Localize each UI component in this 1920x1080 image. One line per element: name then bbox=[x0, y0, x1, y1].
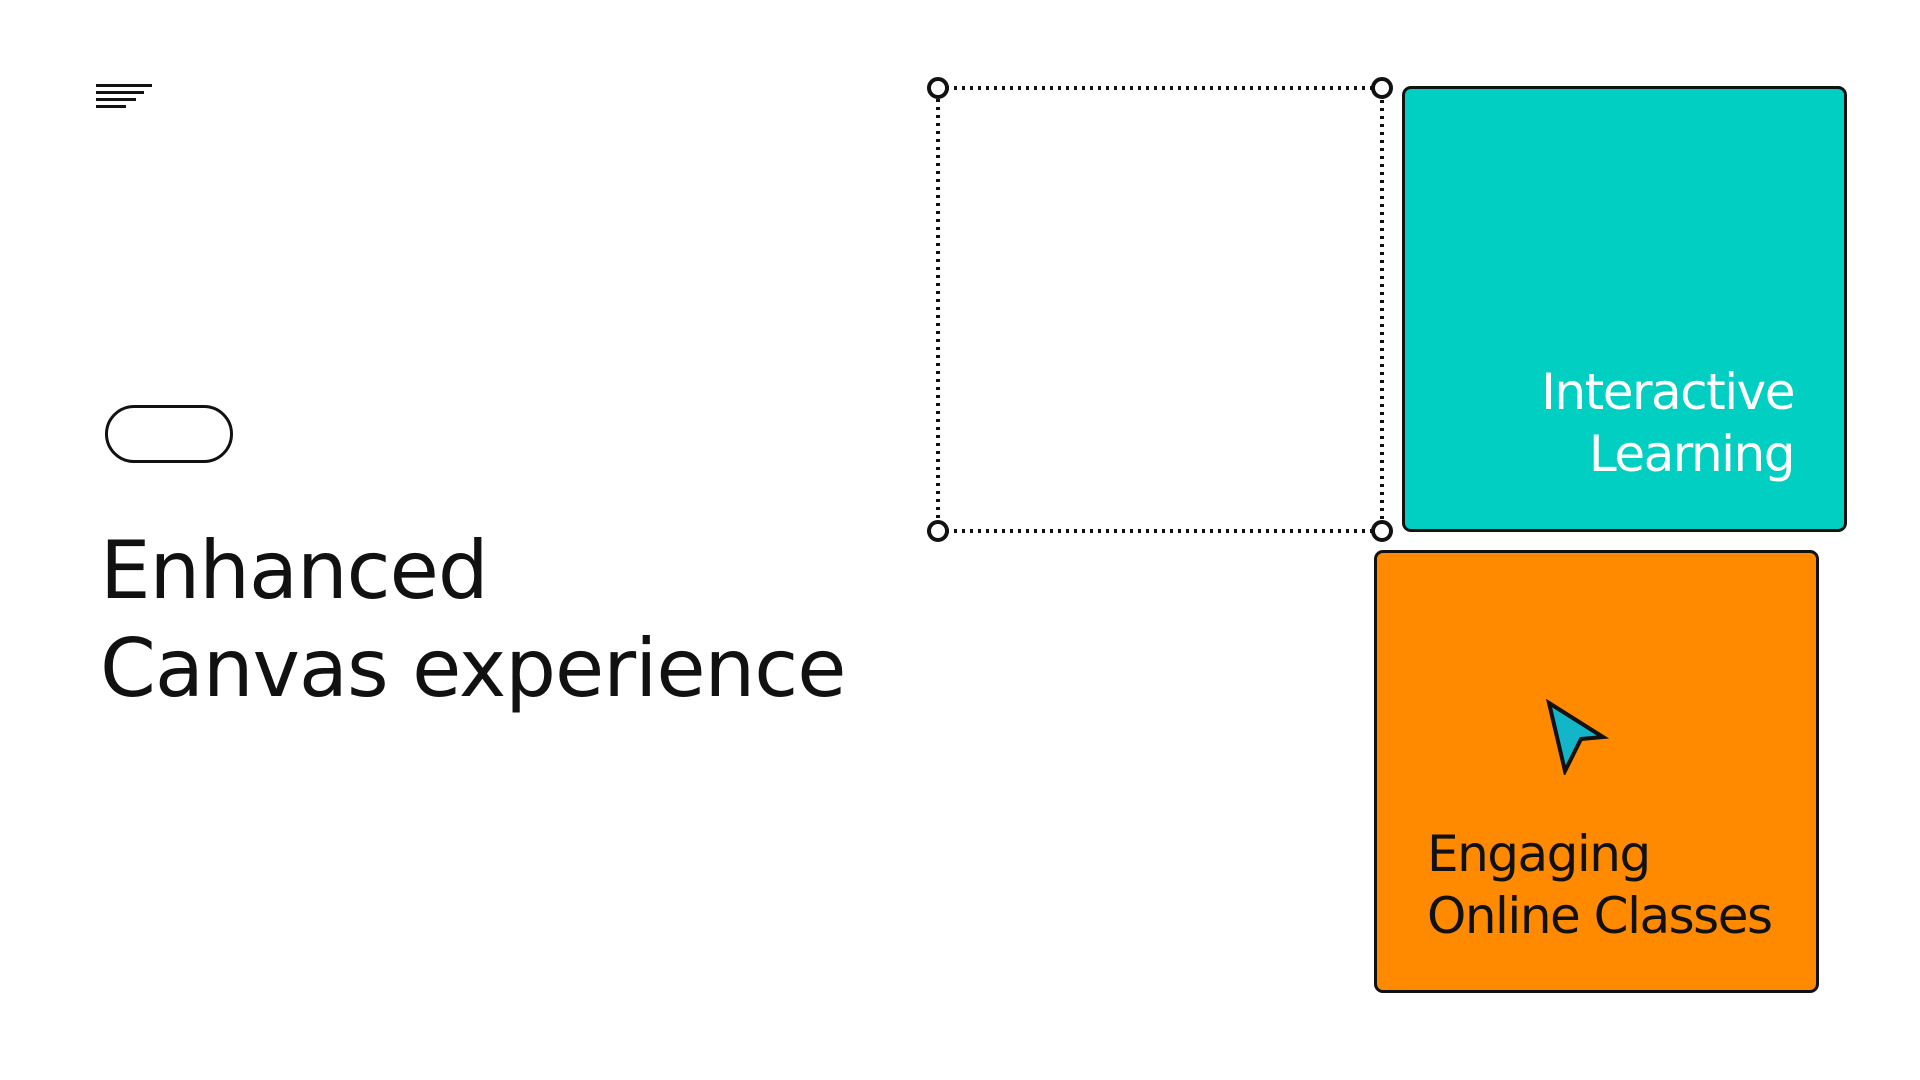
pill-shape bbox=[105, 405, 233, 463]
card-label-line-1: Interactive bbox=[1541, 363, 1795, 421]
selection-frame[interactable] bbox=[927, 77, 1393, 542]
headline-line-1: Enhanced bbox=[100, 524, 489, 617]
card-label: Interactive Learning bbox=[1541, 361, 1796, 485]
mouse-pointer-icon bbox=[1545, 699, 1609, 775]
resize-handle-icon bbox=[927, 77, 949, 99]
menu-lines-icon[interactable] bbox=[96, 84, 152, 108]
card-label-line-2: Online Classes bbox=[1427, 887, 1773, 945]
resize-handle-icon bbox=[927, 520, 949, 542]
headline-line-2: Canvas experience bbox=[100, 622, 846, 715]
card-label-line-1: Engaging bbox=[1427, 825, 1651, 883]
card-label: Engaging Online Classes bbox=[1427, 823, 1773, 947]
page-title: Enhanced Canvas experience bbox=[100, 522, 846, 718]
card-interactive-learning[interactable]: Interactive Learning bbox=[1402, 86, 1847, 532]
card-label-line-2: Learning bbox=[1588, 425, 1796, 483]
resize-handle-icon bbox=[1371, 520, 1393, 542]
card-engaging-online-classes[interactable]: Engaging Online Classes bbox=[1374, 550, 1819, 993]
resize-handle-icon bbox=[1371, 77, 1393, 99]
